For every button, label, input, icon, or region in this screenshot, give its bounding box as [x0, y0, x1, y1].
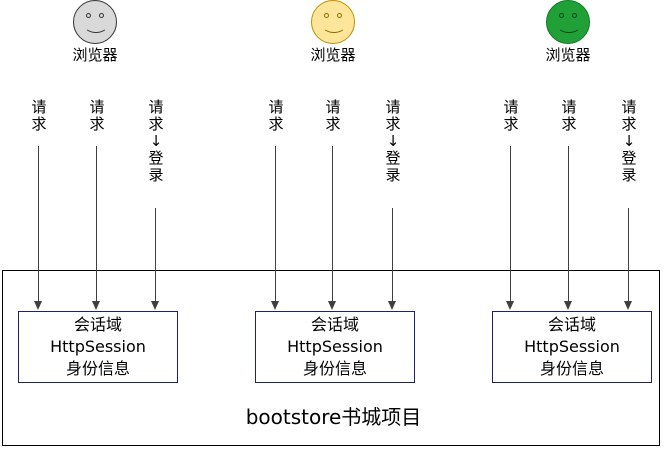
request-arrow-line-1-1: [38, 146, 39, 303]
request-arrow-line-3-3: [628, 208, 629, 303]
request-text: 请求: [561, 98, 577, 133]
down-arrow-icon: ↓: [386, 132, 400, 150]
request-login-label-3-3: 请求↓登录: [620, 99, 638, 184]
project-title: bootstore书城项目: [245, 405, 422, 429]
request-login-label-1-3: 请求↓登录: [147, 99, 165, 184]
request-text: 请求: [503, 98, 519, 133]
request-arrow-head-1-2: [92, 301, 100, 310]
down-arrow-icon: ↓: [622, 132, 636, 150]
request-arrow-head-3-3: [624, 301, 632, 310]
request-label-1-2: 请求: [88, 99, 106, 133]
login-text: 登录: [385, 149, 401, 184]
down-arrow-icon: ↓: [149, 132, 163, 150]
request-text: 请求: [621, 98, 637, 133]
request-text: 请求: [31, 98, 47, 133]
session-box-1: 会话域 HttpSession 身份信息: [18, 311, 178, 383]
session-scope-label: 会话域: [547, 315, 596, 334]
smile-mouth-icon: [322, 17, 346, 33]
request-arrow-head-2-3: [388, 301, 396, 310]
session-box-2: 会话域 HttpSession 身份信息: [255, 311, 415, 383]
smiley-face-green: [546, 0, 590, 44]
request-arrow-head-3-2: [564, 301, 572, 310]
request-arrow-line-3-1: [510, 146, 511, 303]
session-identity-label: 身份信息: [539, 359, 604, 378]
browser-label-3: 浏览器: [545, 46, 591, 64]
request-text: 请求: [325, 98, 341, 133]
login-text: 登录: [621, 149, 637, 184]
login-text: 登录: [148, 149, 164, 184]
request-label-3-1: 请求: [502, 99, 520, 133]
browser-label-1: 浏览器: [72, 46, 118, 64]
smile-mouth-icon: [557, 17, 581, 33]
session-scope-label: 会话域: [310, 315, 359, 334]
request-text: 请求: [385, 98, 401, 133]
request-arrow-head-2-2: [328, 301, 336, 310]
request-arrow-head-1-3: [151, 301, 159, 310]
session-class-label: HttpSession: [50, 337, 146, 356]
browser-label-2: 浏览器: [310, 46, 356, 64]
request-label-1-1: 请求: [30, 99, 48, 133]
request-arrow-head-2-1: [271, 301, 279, 310]
request-arrow-line-2-3: [392, 208, 393, 303]
request-arrow-line-2-2: [332, 146, 333, 303]
request-label-2-2: 请求: [324, 99, 342, 133]
request-label-3-2: 请求: [560, 99, 578, 133]
request-label-2-1: 请求: [267, 99, 285, 133]
request-text: 请求: [268, 98, 284, 133]
request-text: 请求: [148, 98, 164, 133]
request-arrow-line-1-2: [96, 146, 97, 303]
session-scope-label: 会话域: [73, 315, 122, 334]
request-text: 请求: [89, 98, 105, 133]
smiley-face-gray: [73, 0, 117, 44]
session-class-label: HttpSession: [524, 337, 620, 356]
session-identity-label: 身份信息: [302, 359, 367, 378]
request-arrow-line-3-2: [568, 146, 569, 303]
request-arrow-line-1-3: [155, 208, 156, 303]
smile-mouth-icon: [84, 17, 108, 33]
session-class-label: HttpSession: [287, 337, 383, 356]
smiley-face-yellow: [311, 0, 355, 44]
session-box-3: 会话域 HttpSession 身份信息: [492, 311, 652, 383]
request-arrow-head-1-1: [34, 301, 42, 310]
project-container: [2, 270, 660, 446]
session-identity-label: 身份信息: [65, 359, 130, 378]
request-login-label-2-3: 请求↓登录: [384, 99, 402, 184]
request-arrow-head-3-1: [506, 301, 514, 310]
request-arrow-line-2-1: [275, 146, 276, 303]
